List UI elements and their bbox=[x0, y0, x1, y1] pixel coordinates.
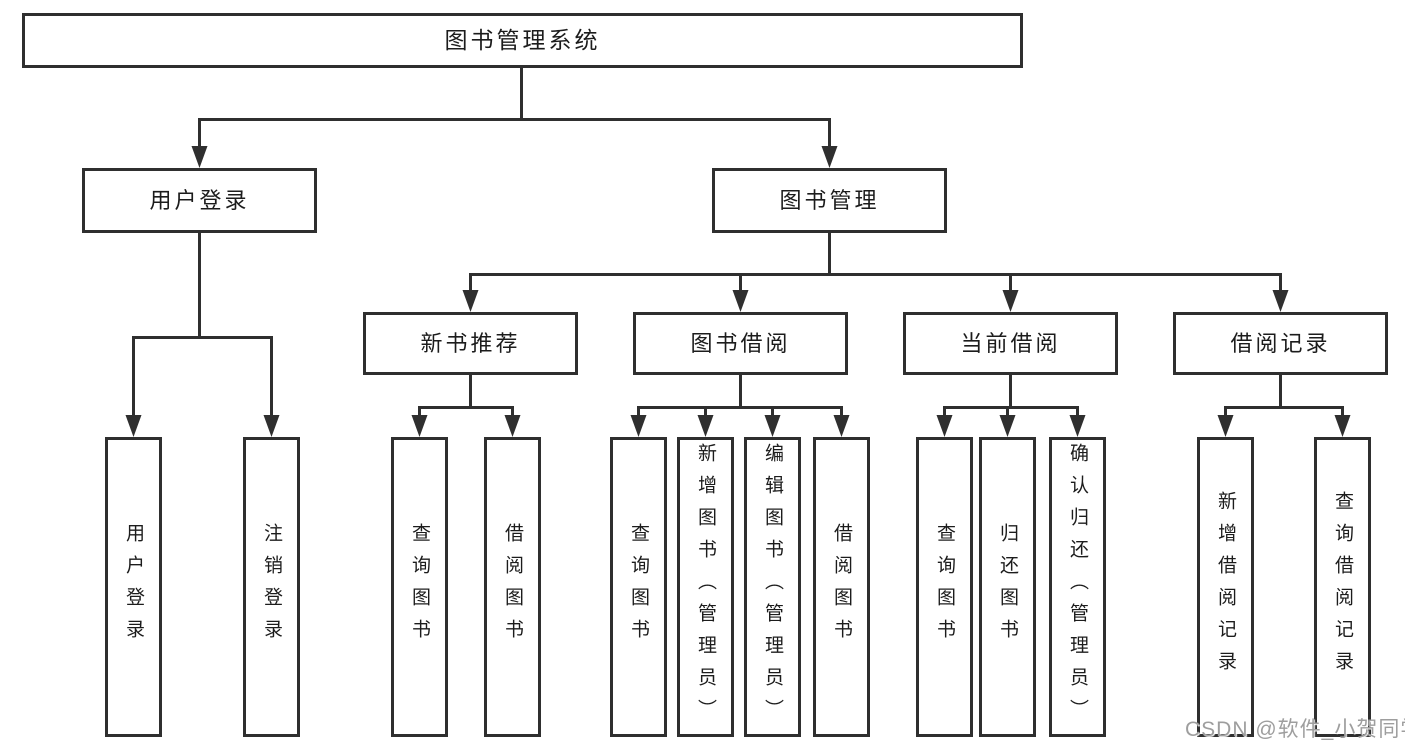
node-new-book-recommend: 新书推荐 bbox=[363, 312, 578, 375]
leaf-return-books: 归还图书 bbox=[979, 437, 1036, 737]
leaf-borrow-books: 借阅图书 bbox=[813, 437, 870, 737]
leaf-query-books-current: 查询图书 bbox=[916, 437, 973, 737]
leaf-add-book-admin: 新增图书（管理员） bbox=[677, 437, 734, 737]
node-current-borrow: 当前借阅 bbox=[903, 312, 1118, 375]
node-book-borrow: 图书借阅 bbox=[633, 312, 848, 375]
arrowhead-icons bbox=[125, 146, 1351, 437]
node-user-login: 用户登录 bbox=[82, 168, 317, 233]
watermark-csdn: CSDN @软件_小贺同学 bbox=[1185, 718, 1405, 741]
leaf-query-books-recommend: 查询图书 bbox=[391, 437, 448, 737]
leaf-query-books-borrow: 查询图书 bbox=[610, 437, 667, 737]
leaf-add-borrow-record: 新增借阅记录 bbox=[1197, 437, 1254, 737]
leaf-borrow-books-recommend: 借阅图书 bbox=[484, 437, 541, 737]
leaf-logout: 注销登录 bbox=[243, 437, 300, 737]
connector-segments bbox=[132, 68, 1344, 416]
leaf-confirm-return-admin: 确认归还（管理员） bbox=[1049, 437, 1106, 737]
leaf-edit-book-admin: 编辑图书（管理员） bbox=[744, 437, 801, 737]
leaf-user-login: 用户登录 bbox=[105, 437, 162, 737]
node-system-root: 图书管理系统 bbox=[22, 13, 1023, 68]
node-book-management: 图书管理 bbox=[712, 168, 947, 233]
node-borrow-records: 借阅记录 bbox=[1173, 312, 1388, 375]
leaf-query-borrow-record: 查询借阅记录 bbox=[1314, 437, 1371, 737]
